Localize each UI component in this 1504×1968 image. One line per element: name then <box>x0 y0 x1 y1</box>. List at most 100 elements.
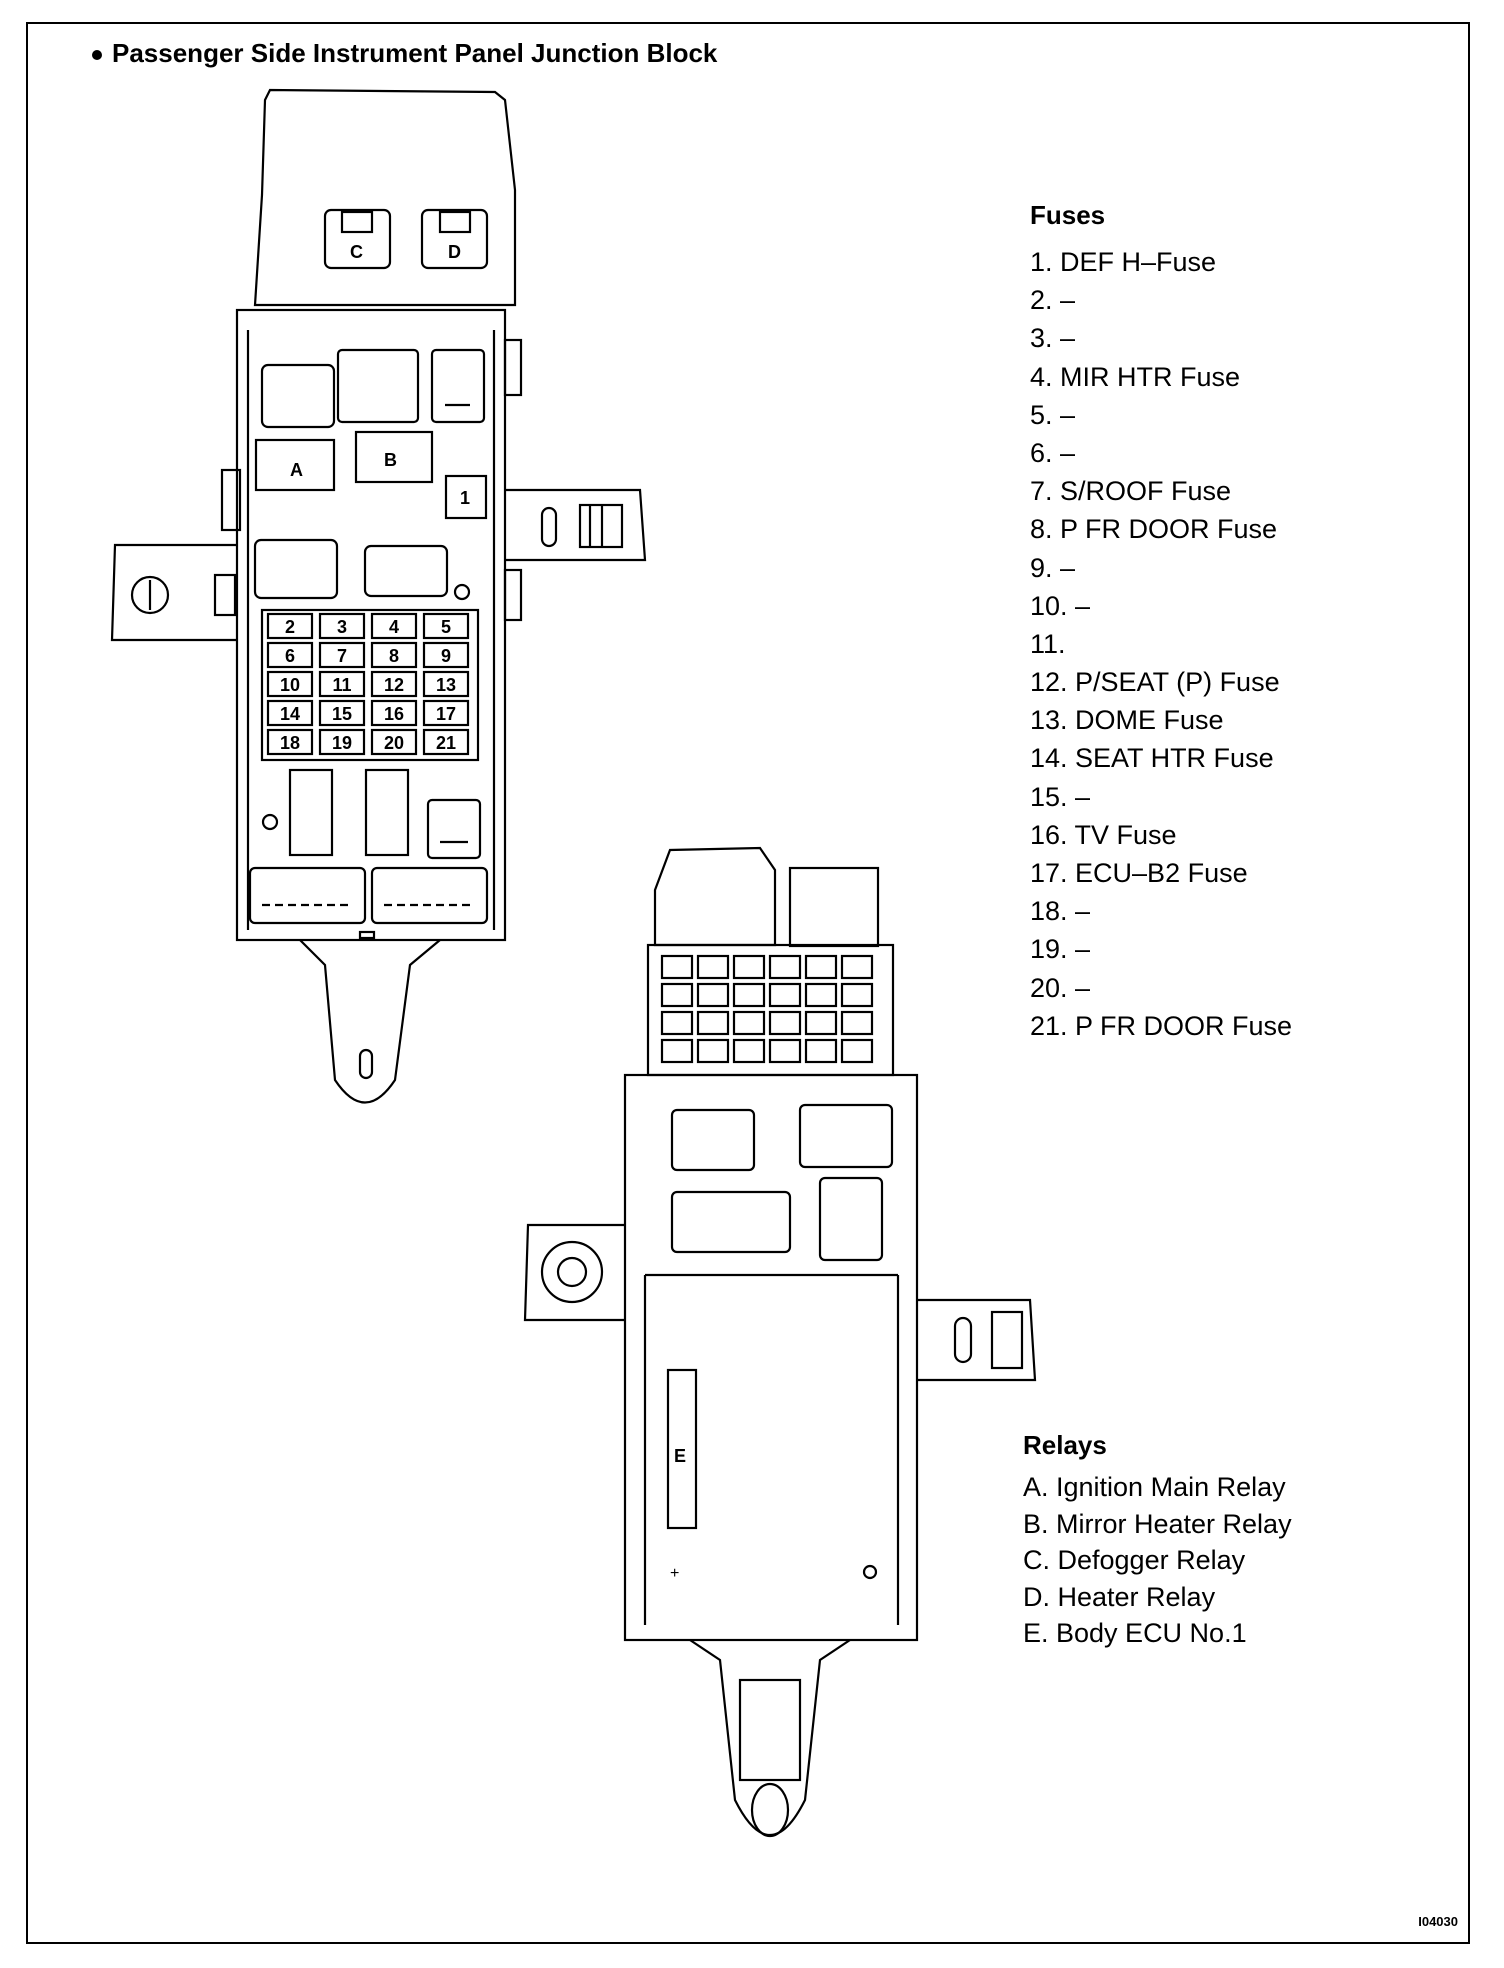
fuse-list-item: 13. DOME Fuse <box>1030 705 1224 736</box>
tail-slot <box>358 1048 374 1080</box>
rear-screw-hole <box>862 1564 878 1580</box>
rear-right-bracket <box>917 1298 1037 1382</box>
lower-screw-hole <box>261 813 279 831</box>
connector-upper-center <box>336 348 420 424</box>
fuse-slot <box>422 641 470 669</box>
lower-slot-left <box>288 768 334 857</box>
connector-upper-right <box>430 348 486 424</box>
rear-grid-cell <box>732 1038 766 1064</box>
fuse-slot-label: 12 <box>384 675 404 695</box>
rear-connector-upper-right <box>798 1103 894 1169</box>
fuse-slot <box>266 612 314 640</box>
fuse-slot <box>266 728 314 756</box>
relay-c-label: C <box>350 242 363 262</box>
relay-d-top-tab <box>438 210 472 234</box>
fuse-slot <box>370 699 418 727</box>
rear-tail-hole <box>750 1782 790 1838</box>
fuse-list-item: 8. P FR DOOR Fuse <box>1030 514 1278 545</box>
rear-grid-cell <box>732 954 766 980</box>
fuse-list-item: 6. – <box>1030 437 1076 468</box>
left-side-tab <box>220 468 242 532</box>
left-bracket-hole <box>130 575 170 615</box>
left-bracket-latch <box>213 573 237 617</box>
fuse-list-item: 1. DEF H–Fuse <box>1030 247 1217 277</box>
right-bracket-outline <box>505 488 647 562</box>
relay-b-socket <box>354 430 434 484</box>
fuse-slot <box>266 641 314 669</box>
rear-grid-cell <box>732 1010 766 1036</box>
relay-a-socket <box>254 438 336 492</box>
rear-grid-cell <box>732 982 766 1008</box>
rear-grid-cell <box>768 1010 802 1036</box>
fuse-slot-label: 19 <box>332 733 352 753</box>
right-bracket-slot <box>540 506 558 548</box>
relays-heading: Relays <box>1023 1430 1107 1460</box>
fuse-list-item: 20. – <box>1030 972 1091 1003</box>
relay-list-item: C. Defogger Relay <box>1023 1545 1246 1575</box>
rear-grid-cell <box>840 982 874 1008</box>
rear-view-block: E + <box>523 846 1037 1838</box>
rear-connector-mid-left <box>670 1190 792 1254</box>
rear-grid-cell <box>804 982 838 1008</box>
lower-slot-right <box>364 768 410 857</box>
page-title-text: Passenger Side Instrument Panel Junction… <box>112 38 718 68</box>
fuse-slot <box>266 670 314 698</box>
fuse-list-item: 18. – <box>1030 896 1091 927</box>
fuse-list-item: 4. MIR HTR Fuse <box>1030 361 1241 392</box>
fuse-slot <box>318 728 366 756</box>
page-title: Passenger Side Instrument Panel Junction… <box>92 38 717 69</box>
fuse-list-item: 14. SEAT HTR Fuse <box>1030 743 1274 774</box>
fuse-slot-label: 8 <box>389 646 399 666</box>
rear-main-body <box>623 1073 919 1642</box>
fuse-slot-label: 16 <box>384 704 404 724</box>
fuse-list-item: 16. TV Fuse <box>1030 819 1177 850</box>
rear-grid-cell <box>804 1038 838 1064</box>
lower-relay-socket <box>426 798 482 860</box>
fuse-slot <box>370 670 418 698</box>
rear-grid-cell <box>840 1038 874 1064</box>
fuse-list-item: 7. S/ROOF Fuse <box>1030 476 1232 507</box>
rear-grid-cell <box>660 1038 694 1064</box>
bullet-icon <box>92 50 102 61</box>
relay-e-label: E <box>674 1446 686 1466</box>
fuse-slot-label: 9 <box>441 646 451 666</box>
rear-connector-upper-left <box>670 1108 756 1172</box>
bottom-notch <box>358 930 376 940</box>
fuse-list-item: 15. – <box>1030 781 1091 812</box>
rear-left-bracket-hole <box>540 1240 604 1304</box>
fuse-slot-label: 11 <box>332 675 351 695</box>
rear-grid-cell <box>660 1010 694 1036</box>
body-ecu-e-socket <box>666 1368 698 1530</box>
rear-grid-cell <box>696 1038 730 1064</box>
fuse-slot <box>318 699 366 727</box>
rear-grid-cell <box>768 982 802 1008</box>
fuse-list-item: 5. – <box>1030 399 1076 430</box>
rear-grid-cell <box>804 1010 838 1036</box>
fuse-slot <box>266 699 314 727</box>
rear-grid-cell <box>840 954 874 980</box>
rear-grid-cell <box>804 954 838 980</box>
fuse-slot <box>318 612 366 640</box>
fuse-list-item: 11. <box>1030 628 1066 659</box>
fuse-slot-label: 13 <box>436 675 456 695</box>
tail-outline <box>299 939 441 1104</box>
rear-grid-cell <box>696 954 730 980</box>
relay-d-label: D <box>448 242 461 262</box>
relay-c-top-tab <box>340 210 374 234</box>
rear-cap-left <box>653 846 777 947</box>
fuse-grid-outline <box>260 608 480 762</box>
fuses-heading: Fuses <box>1030 200 1106 230</box>
rear-grid-cell <box>696 1010 730 1036</box>
fuse-slot <box>422 670 470 698</box>
rear-relay-socket <box>818 1176 884 1262</box>
fuse-slot-label: 2 <box>285 617 295 637</box>
fuse-slot-label: 7 <box>337 646 347 666</box>
fuse-slot-label: 15 <box>332 704 352 724</box>
relay-list-item: E. Body ECU No.1 <box>1023 1618 1247 1648</box>
fuse-1-label: 1 <box>460 488 470 508</box>
right-side-tab-upper <box>503 338 523 397</box>
